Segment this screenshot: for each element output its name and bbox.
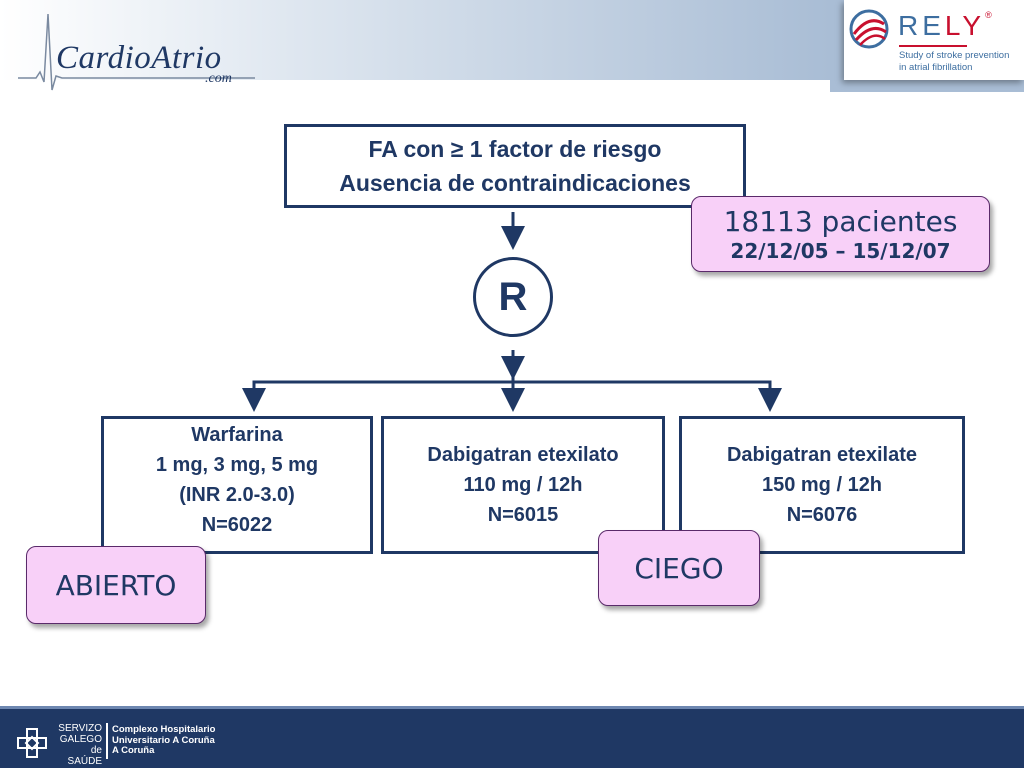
rely-subtitle-line2: in atrial fibrillation: [899, 62, 973, 73]
rely-subtitle: Study of stroke prevention in atrial fib…: [899, 50, 1024, 74]
servizo-galego-text: SERVIZO GALEGO de SAÚDE: [54, 723, 102, 767]
open-label-badge: ABIERTO: [26, 546, 206, 624]
branch-line: [252, 380, 772, 402]
rely-wordmark-ly: LY: [944, 10, 986, 41]
header-band: [0, 0, 830, 80]
rely-emblem-icon: [849, 9, 889, 49]
hospital-name-text: Complexo Hospitalario Universitario A Co…: [112, 724, 216, 757]
arm-warfarin-box: Warfarina 1 mg, 3 mg, 5 mg (INR 2.0-3.0)…: [101, 416, 373, 554]
arm-warfarin-dose: 1 mg, 3 mg, 5 mg: [155, 454, 319, 476]
arm-dabigatran-110-dose: 110 mg / 12h: [463, 474, 583, 496]
arm-warfarin-n: N=6022: [201, 514, 273, 536]
servizo-galego-cross-icon: [17, 728, 47, 758]
arm-dabigatran-150-name: Dabigatran etexilate: [726, 444, 918, 466]
footer-band: SERVIZO GALEGO de SAÚDE Complexo Hospita…: [0, 706, 1024, 768]
rely-logo-panel: RELY® Study of stroke prevention in atri…: [844, 0, 1024, 80]
inclusion-line-1: FA con ≥ 1 factor de riesgo: [368, 136, 662, 162]
footer-separator: [106, 723, 108, 759]
blinded-badge: CIEGO: [598, 530, 760, 606]
cardioatrio-logo-suffix: .com: [205, 71, 232, 86]
arm-dabigatran-150-dose: 150 mg / 12h: [761, 474, 883, 496]
servizo-line-3: de SAÚDE: [67, 745, 102, 767]
inclusion-criteria-box: FA con ≥ 1 factor de riesgo Ausencia de …: [284, 124, 746, 208]
arm-warfarin-inr: (INR 2.0-3.0): [179, 484, 295, 506]
rely-registered-mark: ®: [985, 10, 996, 20]
servizo-line-1: SERVIZO: [58, 723, 102, 734]
cardioatrio-logo: CardioAtrio: [56, 40, 222, 76]
arm-warfarin-name: Warfarina: [191, 424, 283, 446]
rely-wordmark: RELY®: [898, 10, 996, 42]
hospital-line-1: Complexo Hospitalario: [112, 724, 216, 735]
servizo-line-2: GALEGO: [59, 734, 102, 745]
arm-dabigatran-110-name: Dabigatran etexilato: [427, 444, 619, 466]
hospital-line-2: Universitario A Coruña: [112, 734, 215, 746]
arm-dabigatran-110-n: N=6015: [487, 504, 559, 526]
inclusion-line-2: Ausencia de contraindicaciones: [339, 170, 691, 196]
rely-wordmark-re: RE: [898, 10, 945, 41]
enrollment-dates: 22/12/05 – 15/12/07: [730, 239, 951, 263]
patients-count: 18113 pacientes: [723, 205, 958, 238]
arm-dabigatran-150-n: N=6076: [786, 504, 858, 526]
ecg-line-icon: [18, 13, 255, 91]
hospital-line-3: A Coruña: [112, 745, 155, 756]
rely-underline: [899, 45, 967, 47]
rely-subtitle-line1: Study of stroke prevention: [899, 50, 1010, 61]
patients-callout: 18113 pacientes 22/12/05 – 15/12/07: [691, 196, 990, 272]
randomization-node: R: [473, 257, 553, 337]
